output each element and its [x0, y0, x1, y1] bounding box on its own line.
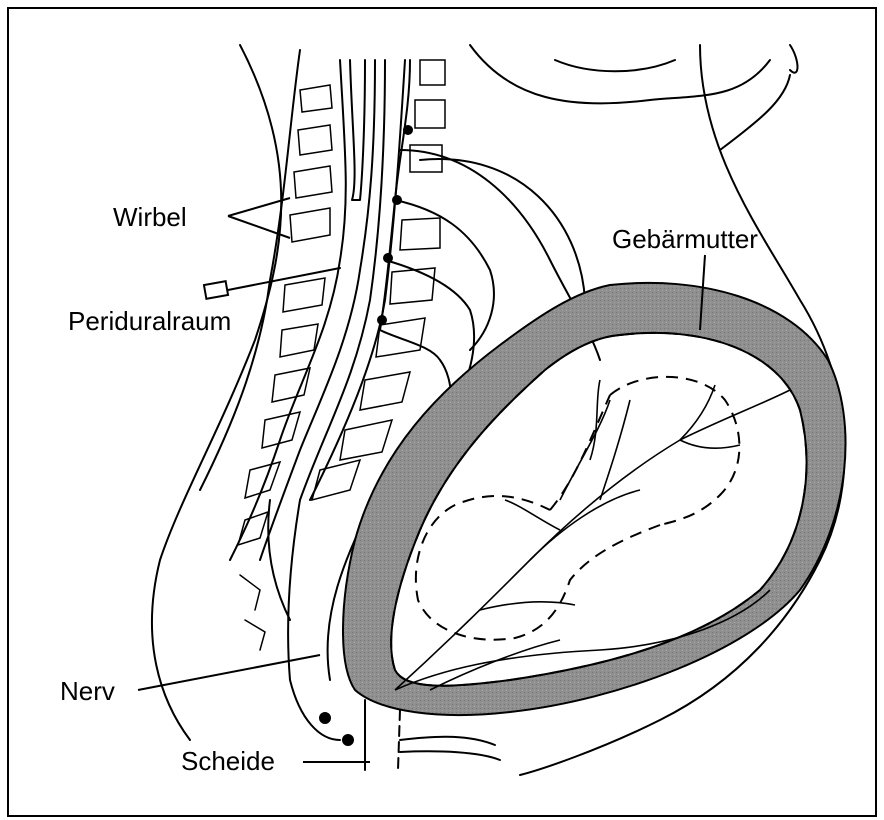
nerve-ganglion-6 — [343, 735, 353, 745]
label-scheide: Scheide — [181, 746, 275, 776]
vulva-lines — [400, 737, 500, 760]
label-wirbel: Wirbel — [113, 202, 187, 232]
belly-outline — [470, 45, 770, 103]
nerve-branch-4 — [288, 500, 340, 740]
breast-curve — [720, 45, 798, 150]
nerve-branch-5 — [268, 500, 290, 620]
vertebrae — [238, 60, 445, 650]
nerve-ganglion-2 — [393, 196, 401, 204]
spinal-cord — [350, 60, 365, 200]
back-outline — [152, 45, 281, 740]
navel-curve — [555, 60, 675, 71]
nerve-ganglion-5 — [320, 713, 330, 723]
nerve-ganglion-4 — [378, 316, 386, 324]
label-nerv: Nerv — [60, 676, 115, 706]
needle-hub — [204, 281, 228, 299]
label-periduralraum: Periduralraum — [68, 306, 231, 336]
nerve-branch-1 — [395, 200, 494, 350]
label-gebaermutter: Gebärmutter — [612, 224, 758, 254]
nerve-ganglion-3 — [384, 254, 392, 262]
nerve-ganglion — [404, 126, 412, 134]
